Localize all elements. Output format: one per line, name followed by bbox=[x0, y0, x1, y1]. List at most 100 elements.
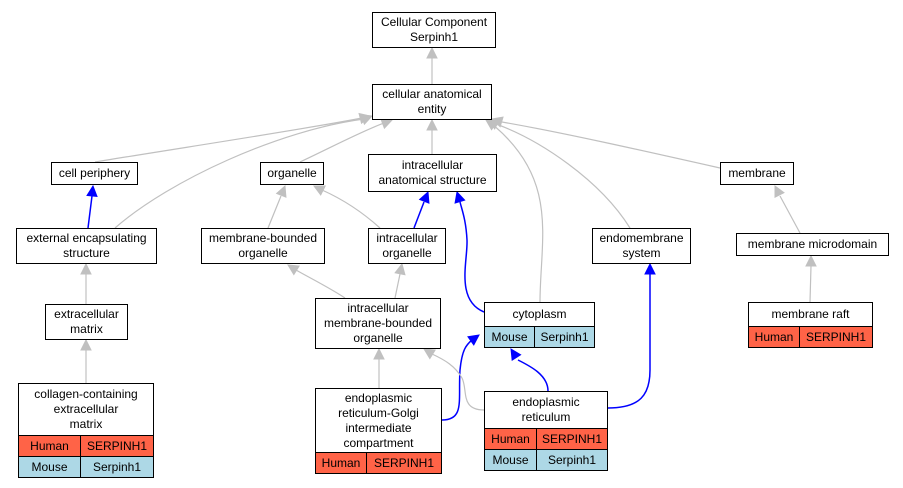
node-label-line: membrane bbox=[728, 166, 786, 180]
node-label-line: matrix bbox=[70, 322, 103, 336]
node-label-line: membrane raft bbox=[771, 307, 850, 321]
edge-arrowhead bbox=[380, 118, 394, 130]
species-row: Human SERPINH1 bbox=[749, 326, 872, 347]
node-label-line: intermediate bbox=[345, 420, 412, 435]
node-label-line: extracellular bbox=[54, 307, 119, 321]
gene-cell: Serpinh1 bbox=[80, 457, 153, 477]
node-label-line: intracellular bbox=[401, 158, 464, 172]
species-row: Human SERPINH1 bbox=[19, 435, 153, 456]
node-label-line: system bbox=[622, 246, 661, 260]
node-label-line: cellular anatomical bbox=[382, 87, 482, 101]
edge-arrowhead bbox=[275, 184, 287, 198]
species-row: Mouse Serpinh1 bbox=[485, 326, 594, 347]
edge-mem_micro-to-membrane bbox=[779, 195, 801, 234]
species-cell: Mouse bbox=[19, 457, 80, 477]
species-cell: Human bbox=[19, 436, 80, 456]
species-cell: Mouse bbox=[485, 327, 534, 347]
node-label-line: membrane-bounded bbox=[323, 316, 433, 330]
node-membrane[interactable]: membrane bbox=[720, 162, 794, 185]
edge-arrowhead bbox=[86, 184, 98, 198]
node-label-line: intracellular bbox=[347, 301, 409, 315]
edge-arrowhead bbox=[467, 334, 480, 346]
node-label-line: compartment bbox=[343, 435, 414, 450]
node-label-line: reticulum bbox=[521, 410, 571, 424]
node-label-line: endomembrane bbox=[599, 231, 684, 245]
edge-endomembrane-to-cae bbox=[495, 123, 631, 229]
edge-mem_raft-to-mem_micro bbox=[809, 265, 812, 303]
edge-intra_org-to-organelle bbox=[321, 189, 381, 229]
node-label-line: membrane microdomain bbox=[747, 237, 878, 251]
edge-arrowhead bbox=[418, 190, 430, 204]
node-label-line: organelle bbox=[238, 246, 288, 260]
gene-cell: SERPINH1 bbox=[80, 436, 153, 456]
edge-arrowhead bbox=[313, 185, 326, 196]
gene-cell: SERPINH1 bbox=[366, 453, 441, 473]
edge-imbo-to-intra_org bbox=[394, 273, 401, 299]
edge-er-to-cytoplasm bbox=[517, 359, 549, 392]
node-label-line: Serpinh1 bbox=[409, 30, 459, 44]
node-label-line: endoplasmic bbox=[512, 395, 580, 409]
edge-ergic-to-cytoplasm bbox=[441, 339, 473, 421]
edge-arrowhead bbox=[510, 348, 522, 361]
gene-cell: Serpinh1 bbox=[534, 327, 594, 347]
node-label-line: cell periphery bbox=[58, 166, 131, 180]
edge-arrowhead bbox=[373, 347, 385, 360]
edge-arrowhead bbox=[394, 262, 406, 276]
node-label-line: membrane-bounded bbox=[208, 231, 318, 245]
species-row: Human SERPINH1 bbox=[316, 452, 441, 473]
species-row: Mouse Serpinh1 bbox=[19, 456, 153, 477]
edge-arrowhead bbox=[80, 338, 92, 351]
edge-ext_encap-to-cae bbox=[114, 118, 365, 229]
node-label-line: matrix bbox=[69, 417, 103, 431]
edge-er-to-endomembrane bbox=[607, 274, 651, 409]
species-row: Human SERPINH1 bbox=[485, 428, 607, 449]
edge-membrane-to-cae bbox=[501, 121, 721, 169]
node-label-line: organelle bbox=[353, 331, 403, 345]
node-cytoplasm[interactable]: cytoplasm Mouse Serpinh1 bbox=[484, 302, 595, 348]
node-membrane-microdomain[interactable]: membrane microdomain bbox=[736, 233, 889, 256]
node-label-line: entity bbox=[417, 102, 447, 116]
node-label-line: collagen-containing bbox=[34, 387, 138, 401]
node-label-line: structure bbox=[63, 246, 110, 260]
species-cell: Mouse bbox=[485, 450, 536, 470]
node-label-line: intracellular bbox=[376, 231, 438, 245]
edge-cytoplasm-to-cae bbox=[491, 123, 544, 303]
node-label-line: Cellular Component bbox=[380, 15, 488, 29]
species-row: Mouse Serpinh1 bbox=[485, 449, 607, 470]
edge-arrowhead bbox=[80, 262, 92, 275]
edge-mbo-to-organelle bbox=[267, 195, 282, 229]
edge-arrowhead bbox=[426, 46, 438, 59]
edge-arrowhead bbox=[287, 264, 300, 276]
edge-arrowhead bbox=[360, 114, 374, 126]
edge-arrowhead bbox=[774, 185, 785, 198]
edge-arrowhead bbox=[454, 190, 466, 204]
gene-cell: SERPINH1 bbox=[536, 429, 607, 449]
node-label-line: endoplasmic bbox=[344, 390, 413, 405]
species-cell: Human bbox=[485, 429, 536, 449]
edge-cell_periphery-to-cae bbox=[94, 117, 363, 163]
edge-cytoplasm-to-ias bbox=[459, 201, 485, 313]
edge-organelle-to-cae bbox=[299, 122, 385, 163]
node-organelle[interactable]: organelle bbox=[260, 162, 324, 185]
node-label-line: extracellular bbox=[53, 402, 119, 416]
edge-intra_org-to-ias bbox=[413, 201, 425, 229]
species-cell: Human bbox=[749, 327, 799, 347]
node-label-line: organelle bbox=[382, 246, 432, 260]
edge-imbo-to-mbo bbox=[295, 269, 346, 299]
node-membrane-raft[interactable]: membrane raft Human SERPINH1 bbox=[748, 302, 873, 348]
node-cell-periphery[interactable]: cell periphery bbox=[51, 162, 138, 185]
node-label-line: cytoplasm bbox=[512, 307, 567, 321]
